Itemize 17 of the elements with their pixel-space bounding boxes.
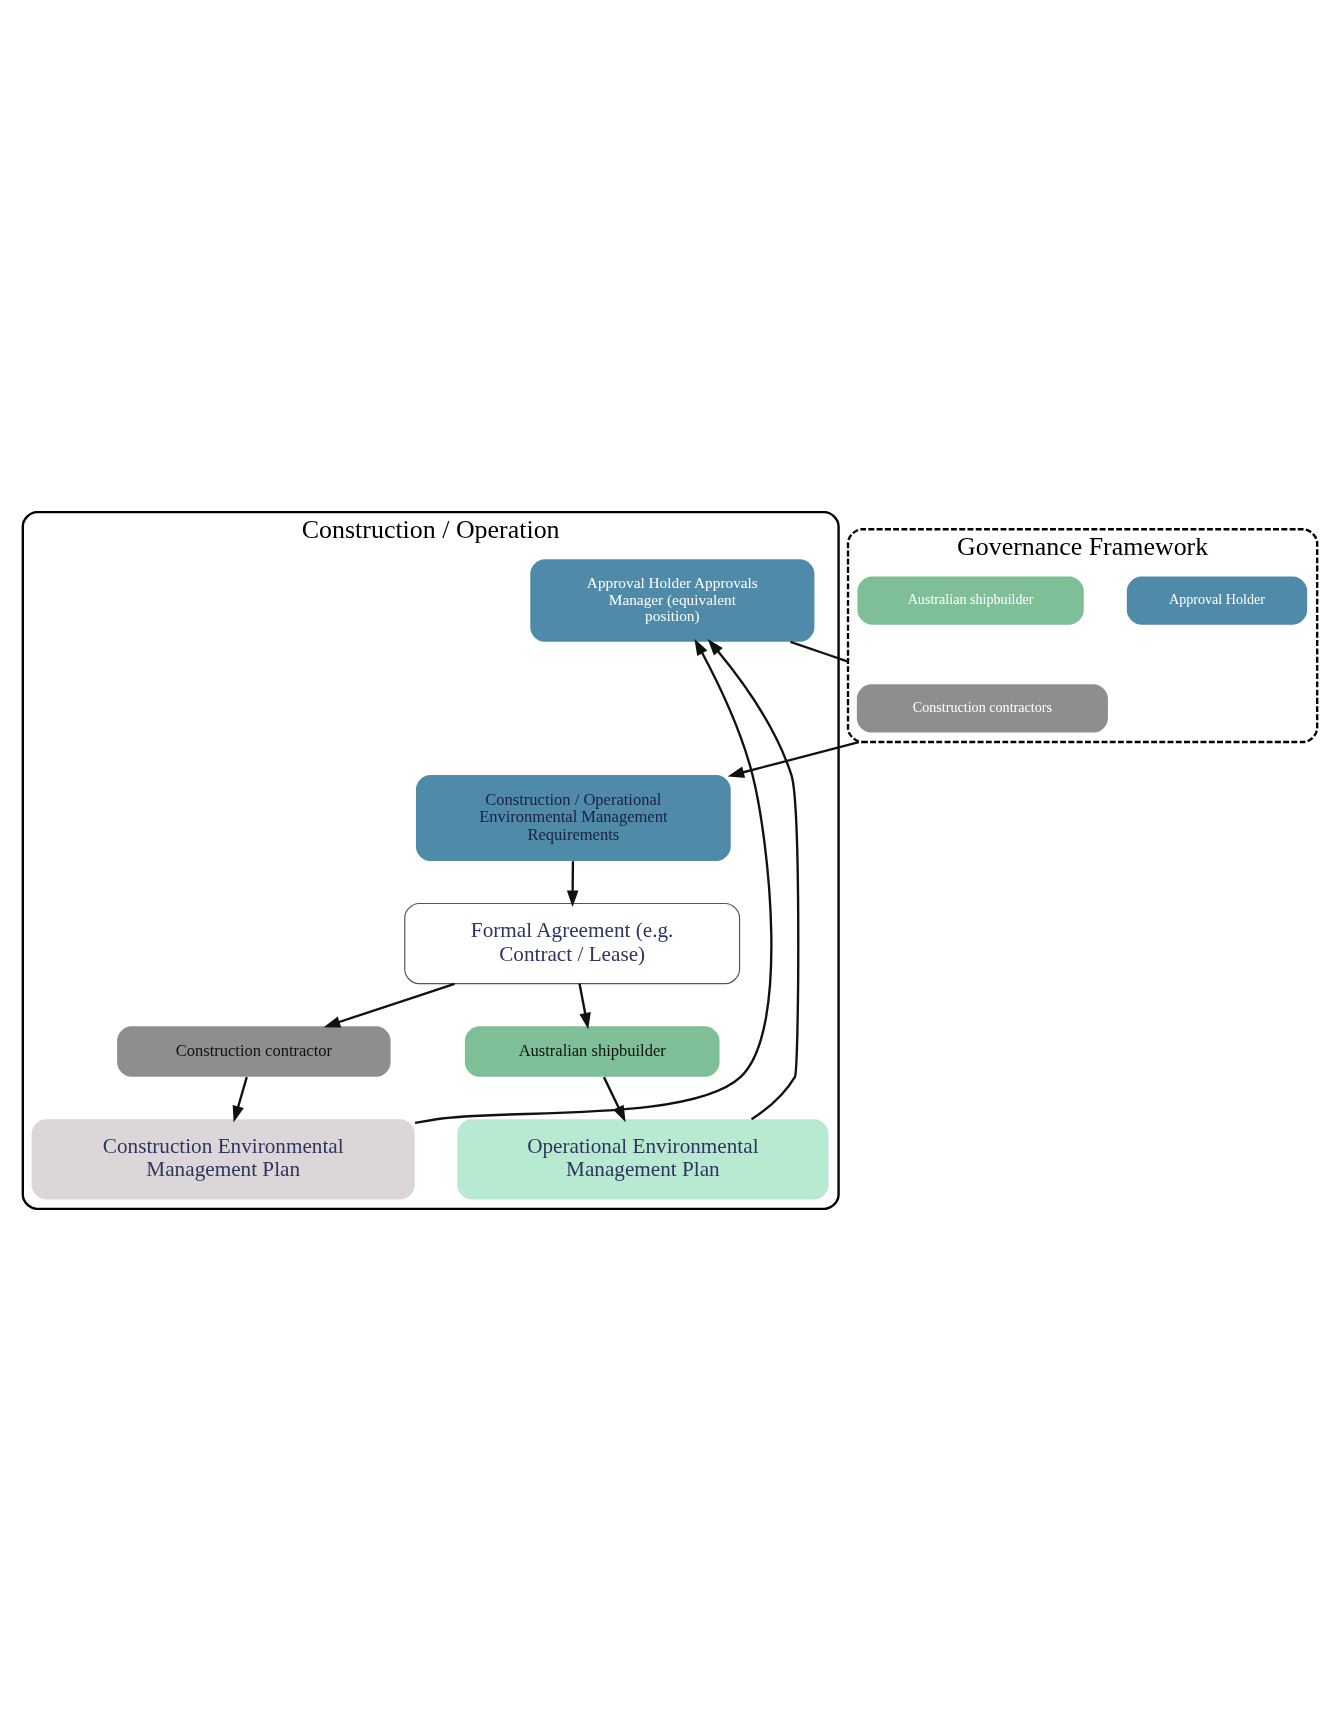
arrow <box>566 860 579 907</box>
connector <box>790 640 849 663</box>
arrow <box>323 982 455 1027</box>
node-box: Construction / Operational Environmental Management Requirements <box>415 774 731 861</box>
arrow <box>707 638 800 1120</box>
node-box: Australian shipbuilder <box>464 1025 720 1077</box>
node-box: Construction Environmental Management Plan <box>31 1118 415 1199</box>
arrow <box>727 740 860 778</box>
arrow <box>232 1076 248 1122</box>
node-box: Construction contractor <box>117 1025 391 1077</box>
node-box: Formal Agreement (e.g. Contract / Lease) <box>404 902 741 984</box>
node-box: Operational Environmental Management Plan <box>457 1118 829 1199</box>
node-box: Approval Holder Approvals Manager (equivalent position) <box>530 558 815 642</box>
node-box: Australian shipbuilder <box>857 575 1084 625</box>
node-box: Approval Holder <box>1126 575 1308 625</box>
arrow <box>578 983 591 1029</box>
node-box: Construction contractors <box>856 683 1108 733</box>
